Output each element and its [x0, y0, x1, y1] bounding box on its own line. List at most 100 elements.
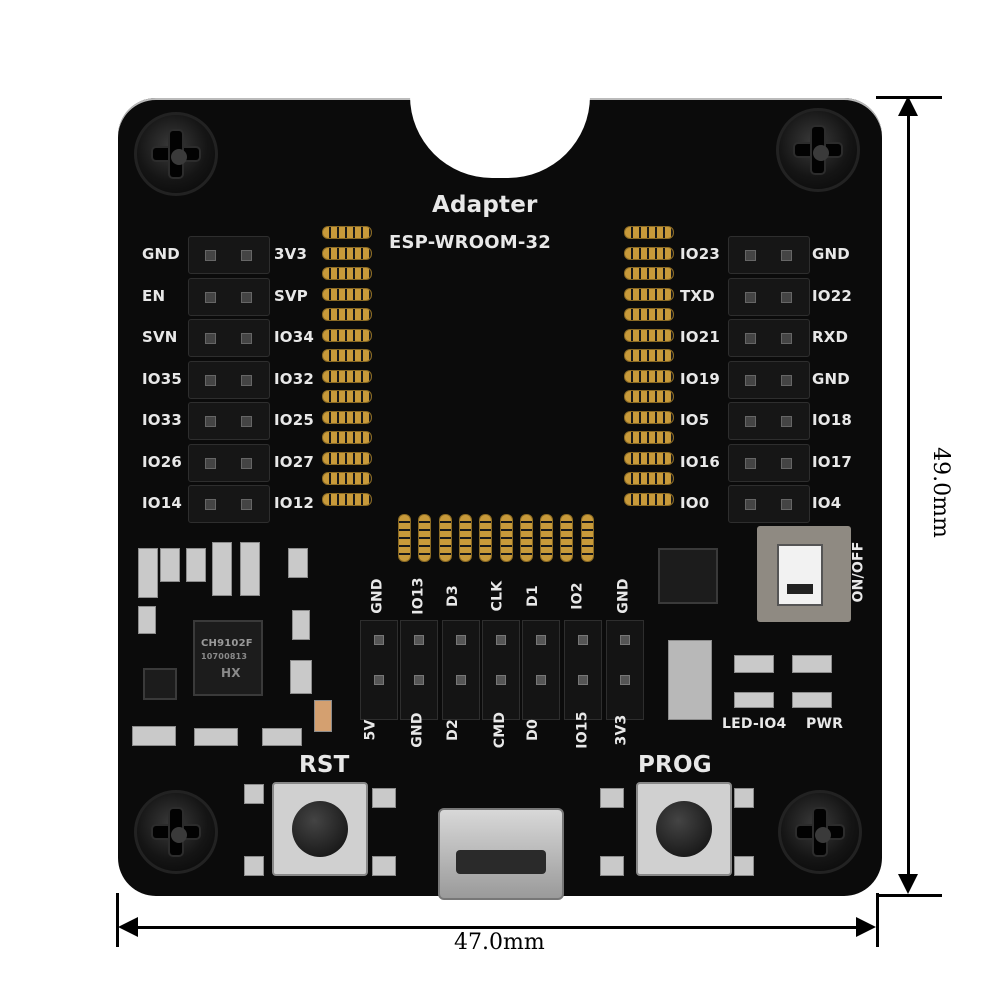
- header-pin: [745, 458, 756, 469]
- switch-knob[interactable]: [787, 584, 813, 594]
- pin-label-bottom: D0: [524, 719, 541, 741]
- header-pin: [241, 416, 252, 427]
- header-2pin: [728, 402, 810, 440]
- arrow-left-icon: [118, 917, 138, 937]
- gold-pad: [322, 288, 372, 301]
- header-pin: [536, 675, 546, 685]
- gold-pad: [560, 514, 573, 562]
- pin-column: [482, 620, 520, 720]
- led-io4-label: LED-IO4: [722, 716, 787, 732]
- pin-label-left: IO16: [680, 453, 721, 471]
- pin-label-right: IO25: [274, 411, 315, 429]
- button-pad: [372, 788, 396, 808]
- gold-pad: [624, 370, 674, 383]
- usb-slot: [456, 850, 546, 874]
- pin-label-top: GND: [369, 578, 386, 614]
- pin-label-top: D3: [444, 585, 461, 607]
- prog-button[interactable]: [636, 782, 732, 876]
- pin-column: [564, 620, 602, 720]
- button-pad: [244, 784, 264, 804]
- gold-pad: [624, 431, 674, 444]
- smd-resistor: [132, 726, 176, 746]
- gold-pad: [322, 329, 372, 342]
- pin-label-top: GND: [615, 578, 632, 614]
- rst-label: RST: [299, 752, 350, 778]
- chip-mark: HX: [221, 666, 241, 680]
- gold-pad: [322, 267, 372, 280]
- gold-pad: [624, 247, 674, 260]
- led-pwr-label: PWR: [806, 716, 844, 732]
- header-pin: [241, 292, 252, 303]
- header-pin: [205, 416, 216, 427]
- pin-column: [360, 620, 398, 720]
- smd-capacitor: [138, 606, 156, 634]
- board-title: Adapter: [432, 192, 538, 218]
- header-pin: [414, 675, 424, 685]
- header-pin: [456, 635, 466, 645]
- pin-label-bottom: 3V3: [613, 714, 630, 746]
- pin-label-left: SVN: [142, 328, 178, 346]
- pin-label-right: IO22: [812, 287, 853, 305]
- header-2pin: [188, 361, 270, 399]
- gold-pad: [624, 329, 674, 342]
- pin-label-right: IO27: [274, 453, 315, 471]
- header-pin: [781, 333, 792, 344]
- gold-pad: [479, 514, 492, 562]
- header-pin: [241, 375, 252, 386]
- power-switch[interactable]: [757, 526, 851, 622]
- pin-label-right: SVP: [274, 287, 309, 305]
- gold-pad: [322, 349, 372, 362]
- header-2pin: [188, 319, 270, 357]
- header-2pin: [728, 444, 810, 482]
- gold-pad: [624, 452, 674, 465]
- button-pad: [600, 788, 624, 808]
- gold-pad: [624, 288, 674, 301]
- header-pin: [496, 635, 506, 645]
- gold-pad: [322, 493, 372, 506]
- micro-usb-port[interactable]: [438, 808, 564, 900]
- smd-resistor: [734, 655, 774, 673]
- button-pad: [372, 856, 396, 876]
- arrow-up-icon: [898, 96, 918, 116]
- smd-resistor: [186, 548, 206, 582]
- header-pin: [781, 292, 792, 303]
- prog-label: PROG: [638, 752, 712, 778]
- pin-label-right: IO4: [812, 494, 842, 512]
- pin-label-left: IO19: [680, 370, 721, 388]
- screw-top-left: [134, 112, 218, 196]
- usb-uart-chip: CH9102F 10700813 HX: [193, 620, 263, 696]
- pin-label-right: IO18: [812, 411, 853, 429]
- gold-pad: [624, 493, 674, 506]
- rst-button-cap[interactable]: [292, 801, 348, 857]
- pin-label-right: GND: [812, 370, 850, 388]
- gold-pad: [322, 452, 372, 465]
- height-dimension: 49.0mm: [927, 447, 953, 538]
- pin-label-left: IO0: [680, 494, 710, 512]
- smd-resistor: [288, 548, 308, 578]
- switch-body: [777, 544, 823, 606]
- header-2pin: [188, 236, 270, 274]
- pin-label-bottom: CMD: [492, 711, 509, 749]
- pin-label-right: IO32: [274, 370, 315, 388]
- gold-pad: [624, 308, 674, 321]
- pin-column: [606, 620, 644, 720]
- header-pin: [205, 250, 216, 261]
- prog-button-cap[interactable]: [656, 801, 712, 857]
- pin-label-left: TXD: [680, 287, 715, 305]
- pin-label-left: IO23: [680, 245, 721, 263]
- pin-label-right: 3V3: [274, 245, 308, 263]
- pin-column: [442, 620, 480, 720]
- header-pin: [205, 333, 216, 344]
- gold-pad: [322, 247, 372, 260]
- header-pin: [241, 250, 252, 261]
- rst-button[interactable]: [272, 782, 368, 876]
- switch-label: ON/OFF: [850, 541, 867, 603]
- pin-label-bottom: D2: [444, 719, 461, 741]
- header-pin: [745, 250, 756, 261]
- smd-led: [212, 542, 232, 596]
- header-pin: [745, 292, 756, 303]
- header-pin: [536, 635, 546, 645]
- gold-pad: [624, 390, 674, 403]
- screw-top-right: [776, 108, 860, 192]
- pin-label-left: IO33: [142, 411, 183, 429]
